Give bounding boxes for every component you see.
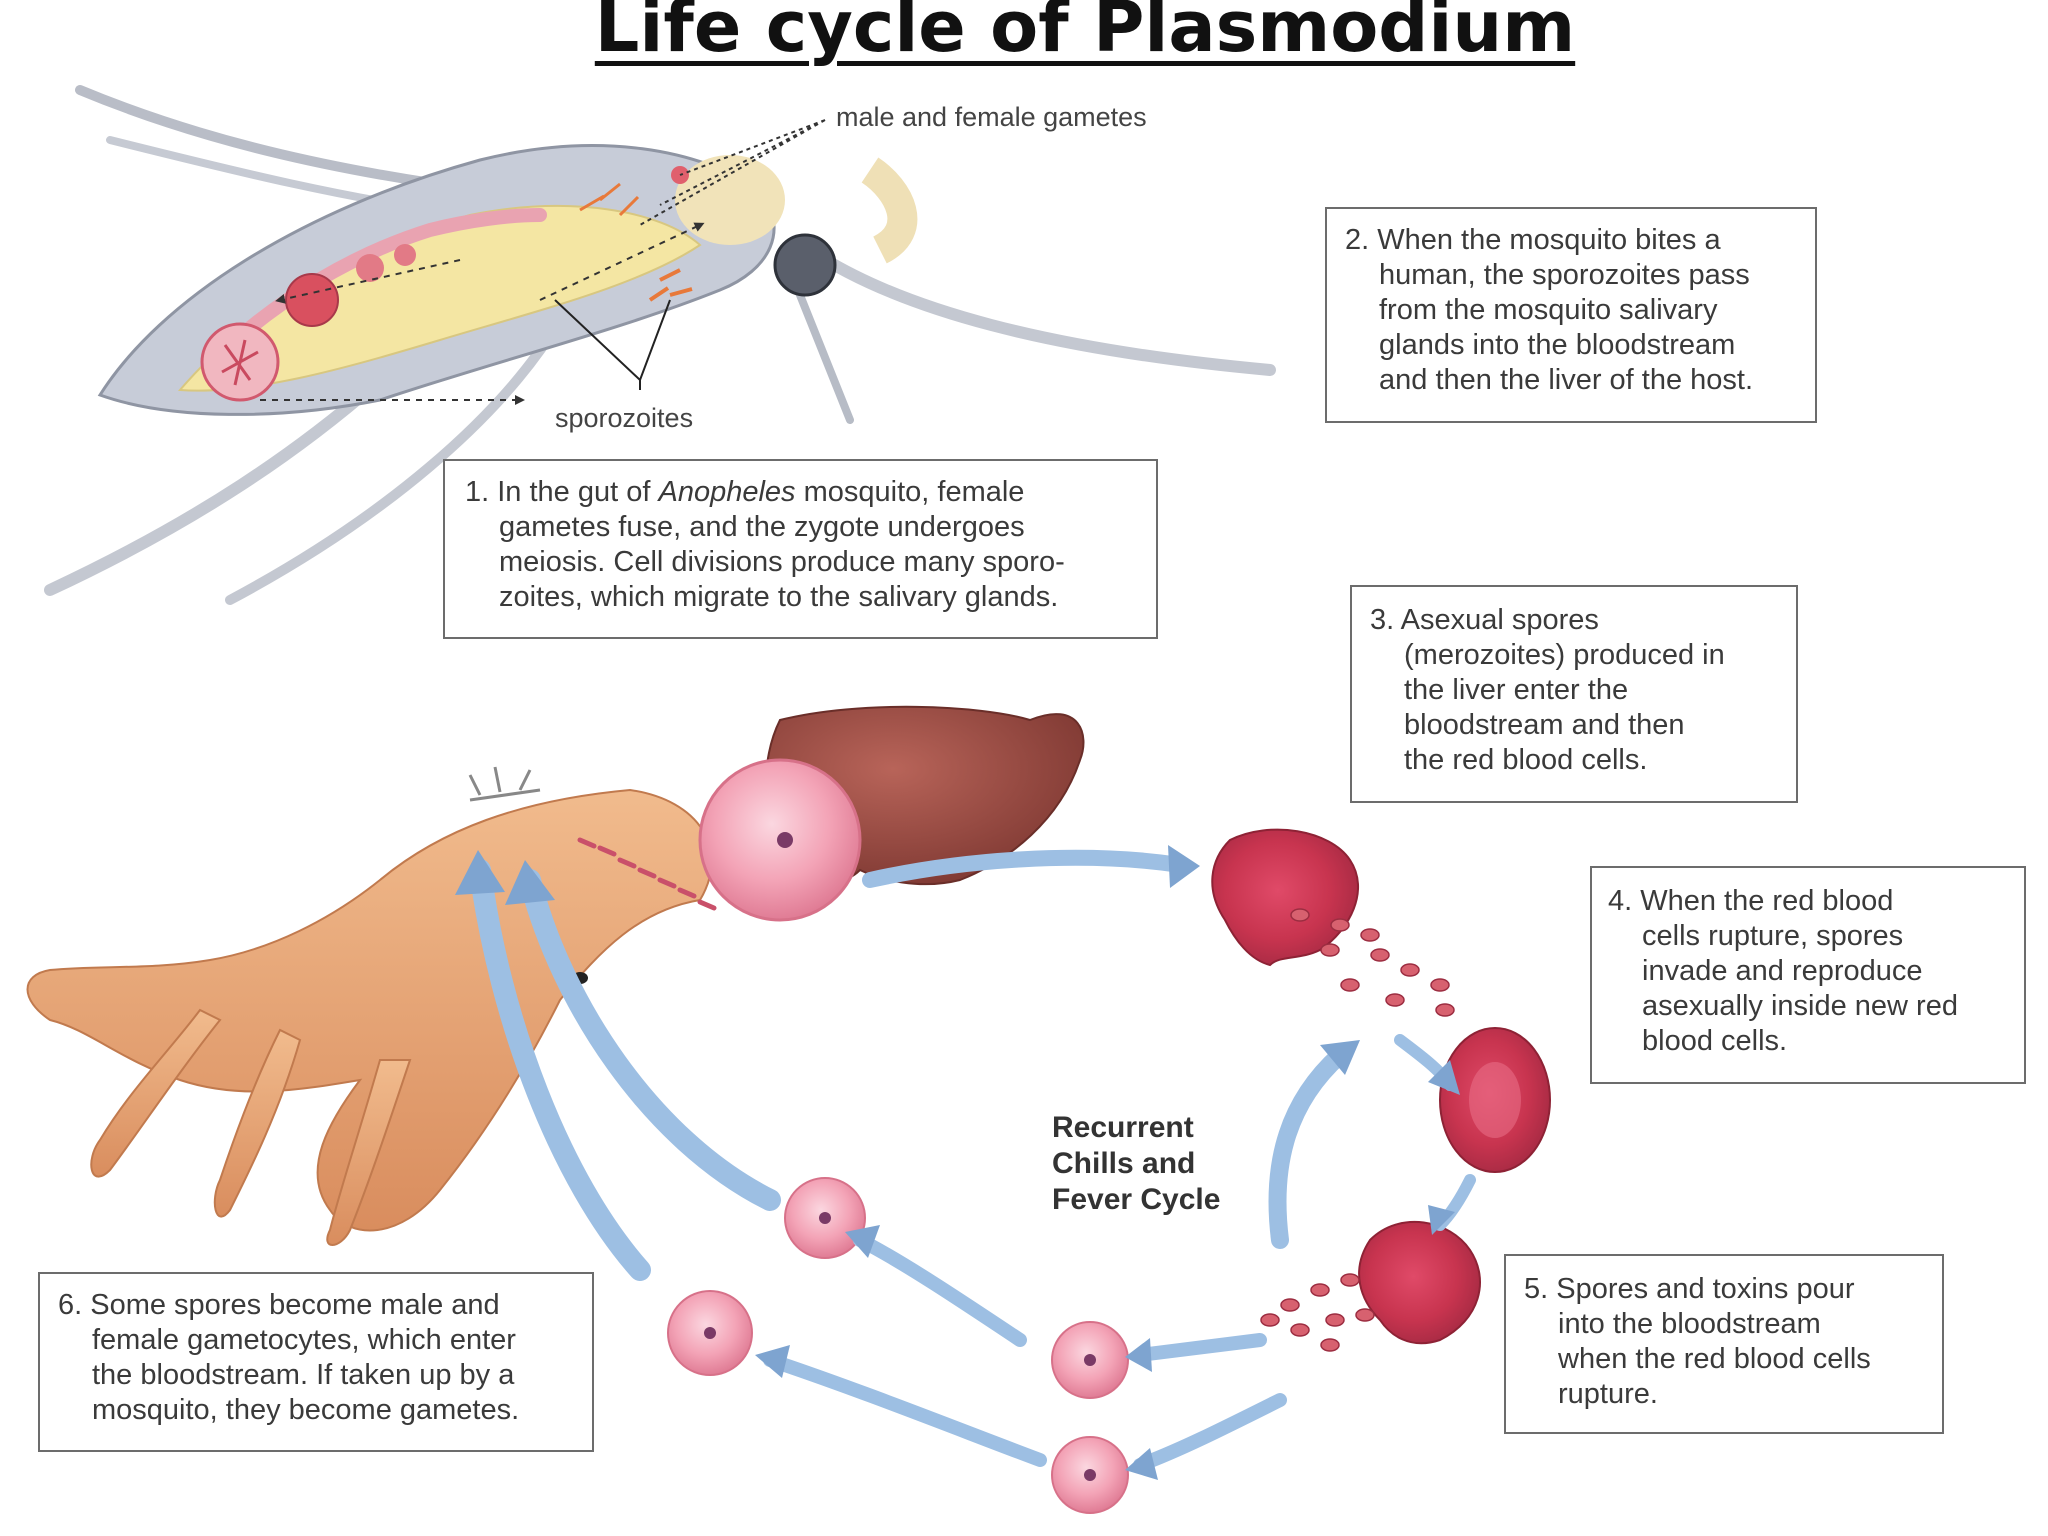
liver-to-rbc-arrow xyxy=(862,849,1188,888)
gamete-streaks xyxy=(579,182,640,217)
step-3-line: bloodstream and then xyxy=(1404,709,1685,741)
gamete-leader-line xyxy=(639,119,826,226)
arrow-head xyxy=(1125,1338,1152,1372)
step-6-line: female gametocytes, which enter xyxy=(92,1324,516,1356)
cell-nucleus xyxy=(1084,1354,1096,1366)
cell-nucleus xyxy=(704,1327,716,1339)
step-4-line: cells rupture, spores xyxy=(1642,920,1904,952)
arrow-head xyxy=(755,1345,790,1378)
merozoites-bottom xyxy=(1260,1273,1375,1352)
center-label-line: Chills and xyxy=(1052,1147,1196,1180)
step-3-line: 3. Asexual spores xyxy=(1370,604,1599,636)
step-1-line: zoites, which migrate to the salivary gl… xyxy=(499,581,1059,613)
step-5-line: into the bloodstream xyxy=(1558,1308,1821,1340)
step-2-line: 2. When the mosquito bites a xyxy=(1345,224,1721,256)
step-4-line: blood cells. xyxy=(1642,1025,1788,1057)
step-3-line: the liver enter the xyxy=(1404,674,1629,706)
gametocyte-to-mosquito-arrow xyxy=(519,869,781,1211)
step-6-line: the bloodstream. If taken up by a xyxy=(92,1359,515,1391)
center-label-line: Fever Cycle xyxy=(1052,1183,1221,1216)
merozoites xyxy=(1290,908,1455,1017)
oocyst xyxy=(394,244,416,266)
step-3-line: the red blood cells. xyxy=(1404,744,1648,776)
rbc-center xyxy=(1469,1062,1521,1138)
step-3-line: (merozoites) produced in xyxy=(1404,639,1725,671)
sporozoites-entering xyxy=(577,837,717,911)
page-title: Life cycle of Plasmodium xyxy=(594,0,1576,68)
liver xyxy=(698,705,1085,922)
ruptured-rbc xyxy=(1211,828,1360,967)
oocyst xyxy=(285,273,339,327)
sporozoite-leader-line xyxy=(554,299,671,390)
mosquito-leg xyxy=(804,244,1276,376)
arrow-heads xyxy=(455,845,1460,1480)
arrow-head xyxy=(1320,1040,1360,1075)
step-5-line: rupture. xyxy=(1558,1378,1658,1410)
step-2-line: and then the liver of the host. xyxy=(1379,364,1754,396)
step-1-line: meiosis. Cell divisions produce many spo… xyxy=(499,546,1065,578)
step-1-line: gametes fuse, and the zygote undergoes xyxy=(499,511,1025,543)
arrow-head xyxy=(1168,845,1200,888)
sporozoites-label: sporozoites xyxy=(555,403,694,433)
step-5-line: when the red blood cells xyxy=(1558,1343,1871,1375)
step-2-line: from the mosquito salivary xyxy=(1379,294,1718,326)
arrow-head xyxy=(455,850,505,895)
arrow-head xyxy=(1428,1060,1460,1095)
step-6-box: 6. Some spores become male and female ga… xyxy=(38,1272,594,1452)
gut-wall xyxy=(223,208,547,352)
step-1-line: 1. In the gut of Anopheles mosquito, fem… xyxy=(465,476,1025,508)
step-2-box: 2. When the mosquito bites a human, the … xyxy=(1325,207,1817,423)
gametocyte-arrow xyxy=(763,1353,1047,1467)
step-4-line: asexually inside new red xyxy=(1642,990,1958,1022)
gametocyte-to-mosquito-arrow xyxy=(469,859,651,1281)
mosquito-leg xyxy=(75,85,485,195)
to-gametocyte-arrow xyxy=(1133,1333,1267,1362)
step-2-line: glands into the bloodstream xyxy=(1379,329,1736,361)
finger xyxy=(90,1008,222,1178)
step-6-line: mosquito, they become gametes. xyxy=(92,1394,520,1426)
step-5-line: 5. Spores and toxins pour xyxy=(1524,1273,1855,1305)
human-hand xyxy=(26,766,717,1246)
cell-nucleus xyxy=(1084,1469,1096,1481)
step-1-box: 1. In the gut of Anopheles mosquito, fem… xyxy=(443,459,1158,639)
mosquito xyxy=(44,85,1276,605)
step-4-line: invade and reproduce xyxy=(1642,955,1923,987)
finger xyxy=(213,1028,302,1218)
step-6-line: 6. Some spores become male and xyxy=(58,1289,500,1321)
center-label-line: Recurrent xyxy=(1052,1111,1194,1144)
arrow-head xyxy=(505,860,555,905)
gametes-label: male and female gametes xyxy=(836,102,1147,132)
red-blood-cell-cycle xyxy=(667,828,1551,1514)
arrow-head xyxy=(1428,1205,1455,1235)
step-4-line: 4. When the red blood xyxy=(1608,885,1894,917)
oocyst-sporozoites xyxy=(221,339,259,386)
mosquito-leg xyxy=(44,374,386,596)
step-2-line: human, the sporozoites pass xyxy=(1379,259,1750,291)
arrow-head xyxy=(845,1225,880,1258)
step-3-box: 3. Asexual spores (merozoites) produced … xyxy=(1350,585,1798,803)
finger xyxy=(326,1059,412,1246)
recurrent-fever-label: Recurrent Chills and Fever Cycle xyxy=(1052,1110,1220,1218)
cell-nucleus xyxy=(819,1212,831,1224)
oocyst xyxy=(356,254,384,282)
sporozoite-streaks xyxy=(648,268,693,302)
mosquito-eye xyxy=(773,233,837,297)
mosquito-thorax xyxy=(675,155,785,245)
mosquito-feathers xyxy=(861,157,918,264)
liver-cell-nucleus xyxy=(777,832,793,848)
arrow-head xyxy=(1125,1448,1158,1480)
small-mosquito xyxy=(468,766,541,802)
mosquito-leg xyxy=(225,315,565,605)
gametocyte-arrow xyxy=(853,1233,1027,1347)
reinvade-arrow xyxy=(1268,1046,1349,1249)
migration-arrow xyxy=(539,222,705,301)
step-4-box: 4. When the red blood cells rupture, spo… xyxy=(1590,866,2026,1084)
to-gametocyte-arrow xyxy=(1133,1393,1287,1472)
step-5-box: 5. Spores and toxins pour into the blood… xyxy=(1504,1254,1944,1434)
ruptured-rbc-bottom xyxy=(1358,1220,1481,1345)
